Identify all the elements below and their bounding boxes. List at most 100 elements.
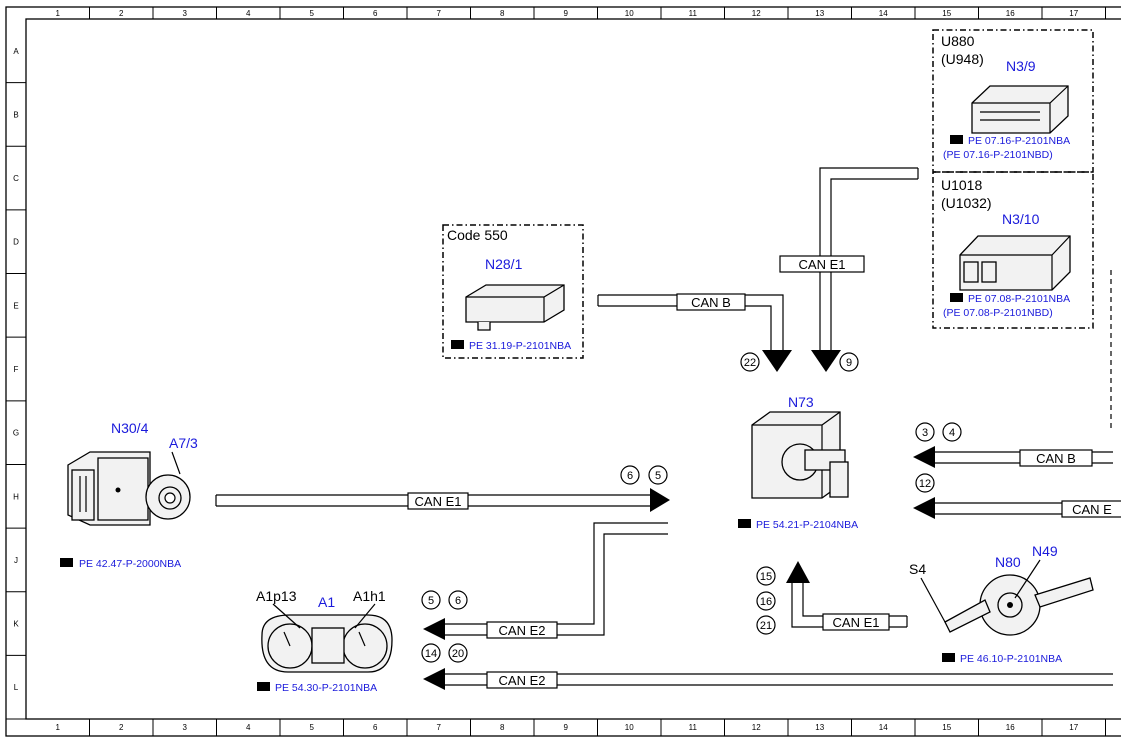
n80-id: N80 <box>995 554 1021 570</box>
component-n73: N73 PE 54.21-P-2104NBA <box>738 394 858 531</box>
grid-column-17: 17 <box>1069 9 1078 18</box>
pin-4: 4 <box>942 422 962 442</box>
can-e2-lower-label: CAN E2 <box>499 673 546 688</box>
ignition-switch-icon <box>751 411 849 499</box>
component-engine-ecus: U880 (U948) N3/9 PE 07.16-P-2101NBA (PE … <box>932 29 1094 329</box>
a1p13-label: A1p13 <box>256 588 297 604</box>
grid-column-8: 8 <box>500 9 505 18</box>
grid-column-1: 1 <box>56 9 61 18</box>
can-e2-upper-label: CAN E2 <box>499 623 546 638</box>
grid-row-B: B <box>13 110 18 119</box>
grid-column-16: 16 <box>1006 723 1015 732</box>
grid-column-9: 9 <box>564 723 569 732</box>
component-n80: S4 N80 N49 PE 46.10-P-2101NBA <box>909 543 1094 665</box>
steering-column-module-icon <box>920 559 1094 636</box>
can-e1-top-label: CAN E1 <box>799 257 846 272</box>
n3-9-ref-alt[interactable]: (PE 07.16-P-2101NBD) <box>943 149 1053 161</box>
grid-column-5: 5 <box>310 9 315 18</box>
n28-1-id: N28/1 <box>485 256 523 272</box>
u880-label: U880 <box>941 33 975 49</box>
pin-6-upper: 6 <box>620 465 640 485</box>
svg-text:15: 15 <box>760 571 772 583</box>
n30-4-id: N30/4 <box>111 420 149 436</box>
bus-lines: CAN B CAN E1 CAN E1 CAN E2 CAN E2 C <box>215 167 1121 690</box>
pin-6-lower: 6 <box>448 590 468 610</box>
grid-row-E: E <box>13 301 18 310</box>
arrow-can-e1-mid <box>650 488 670 512</box>
u1018-label: U1018 <box>941 177 982 193</box>
u948-label: (U948) <box>941 51 984 67</box>
n3-9-reference[interactable]: PE 07.16-P-2101NBA (PE 07.16-P-2101NBD) <box>943 135 1070 161</box>
pin-markers: 22 9 3 4 12 6 5 5 6 14 20 15 16 21 <box>421 352 962 663</box>
grid-row-L: L <box>14 683 19 692</box>
n3-9-id: N3/9 <box>1006 58 1036 74</box>
component-n30-4: N30/4 A7/3 PE 42.47-P-2000NBA <box>60 420 198 570</box>
a1h1-label: A1h1 <box>353 588 386 604</box>
n30-4-ref[interactable]: PE 42.47-P-2000NBA <box>79 558 181 570</box>
grid-column-7: 7 <box>437 9 442 18</box>
component-a1: A1p13 A1 A1h1 PE 54.30-P-2101NBA <box>256 588 393 694</box>
n3-10-reference[interactable]: PE 07.08-P-2101NBA (PE 07.08-P-2101NBD) <box>943 293 1070 319</box>
component-n28-1: Code 550 N28/1 PE 31.19-P-2101NBA <box>442 224 584 359</box>
a1-reference[interactable]: PE 54.30-P-2101NBA <box>257 682 377 694</box>
pin-9: 9 <box>839 352 859 372</box>
n73-ref[interactable]: PE 54.21-P-2104NBA <box>756 519 858 531</box>
grid-row-A: A <box>13 47 19 56</box>
can-e1-mid-label: CAN E1 <box>415 494 462 509</box>
n80-ref[interactable]: PE 46.10-P-2101NBA <box>960 653 1062 665</box>
arrow-can-e2-upper <box>423 618 445 640</box>
grid-column-9: 9 <box>564 9 569 18</box>
grid-column-14: 14 <box>879 723 888 732</box>
grid-column-17: 17 <box>1069 723 1078 732</box>
pin-14: 14 <box>421 643 441 663</box>
svg-text:6: 6 <box>455 595 461 607</box>
grid-row-G: G <box>13 429 19 438</box>
arrow-can-b-top <box>762 350 792 372</box>
n3-9-ref[interactable]: PE 07.16-P-2101NBA <box>968 135 1070 147</box>
n73-reference[interactable]: PE 54.21-P-2104NBA <box>738 519 858 531</box>
grid-column-2: 2 <box>119 723 124 732</box>
grid-column-6: 6 <box>373 9 378 18</box>
ecu-n3-10-icon <box>959 235 1071 291</box>
n28-1-reference[interactable]: PE 31.19-P-2101NBA <box>451 340 571 352</box>
grid-column-15: 15 <box>942 723 951 732</box>
svg-text:3: 3 <box>922 427 928 439</box>
arrow-can-e2-lower <box>423 668 445 690</box>
grid-column-3: 3 <box>183 9 188 18</box>
grid-column-3: 3 <box>183 723 188 732</box>
n80-reference[interactable]: PE 46.10-P-2101NBA <box>942 653 1062 665</box>
svg-text:22: 22 <box>744 357 756 369</box>
can-b-right-label: CAN B <box>1036 451 1076 466</box>
a1-ref[interactable]: PE 54.30-P-2101NBA <box>275 682 377 694</box>
can-b-top-label: CAN B <box>691 295 731 310</box>
grid-row-F: F <box>14 365 19 374</box>
grid-column-11: 11 <box>689 9 698 18</box>
grid-row-C: C <box>13 174 19 183</box>
instrument-cluster-icon <box>261 603 393 673</box>
grid-column-5: 5 <box>310 723 315 732</box>
pin-12: 12 <box>915 473 935 493</box>
svg-text:5: 5 <box>655 470 661 482</box>
n49-id: N49 <box>1032 543 1058 559</box>
svg-text:5: 5 <box>428 595 434 607</box>
n28-1-ref[interactable]: PE 31.19-P-2101NBA <box>469 340 571 352</box>
grid-column-7: 7 <box>437 723 442 732</box>
can-e-right-label: CAN E <box>1072 502 1112 517</box>
module-box-icon <box>465 284 565 331</box>
n3-10-ref[interactable]: PE 07.08-P-2101NBA <box>968 293 1070 305</box>
grid-column-4: 4 <box>246 9 251 18</box>
pin-20: 20 <box>448 643 468 663</box>
n3-10-ref-alt[interactable]: (PE 07.08-P-2101NBD) <box>943 307 1053 319</box>
pin-15: 15 <box>756 566 776 586</box>
svg-text:14: 14 <box>425 648 437 660</box>
svg-text:4: 4 <box>949 427 955 439</box>
n30-4-reference[interactable]: PE 42.47-P-2000NBA <box>60 558 181 570</box>
svg-text:16: 16 <box>760 596 772 608</box>
can-e1-low-label: CAN E1 <box>833 615 880 630</box>
code-550-dashed-box <box>442 224 584 359</box>
pin-21: 21 <box>756 615 776 635</box>
grid-column-10: 10 <box>625 723 634 732</box>
